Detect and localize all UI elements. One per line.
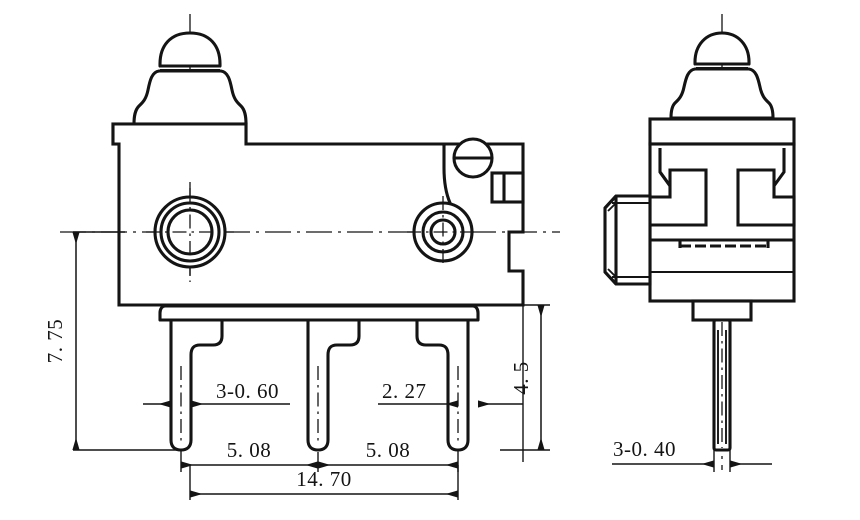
side-bottom-boss	[691, 299, 753, 322]
side-lever-connector	[603, 194, 652, 286]
dimension-7-75: 7. 75	[43, 231, 178, 451]
dimension-2-27-label: 2. 27	[382, 379, 427, 403]
terminal-pin-1	[169, 318, 224, 452]
dimension-5-08-right-label: 5. 08	[366, 438, 411, 462]
side-terminal-pin	[712, 318, 732, 452]
dimension-3-0-60: 3-0. 60	[143, 379, 290, 408]
dimension-2-27: 2. 27	[378, 379, 523, 408]
dimension-14-70: 14. 70	[189, 465, 459, 500]
front-view: 7. 75 3-0. 60 2. 27 5. 08 5. 08	[43, 14, 560, 500]
plunger-boot	[132, 69, 248, 126]
dimension-4-5: 4. 5	[500, 304, 550, 462]
dimension-3-0-40: 3-0. 40	[612, 437, 772, 472]
plunger-cap	[158, 31, 222, 71]
terminal-screw	[452, 137, 494, 179]
terminal-tab	[490, 171, 525, 204]
side-view: 3-0. 40	[603, 14, 796, 472]
dimension-3-0-60-label: 3-0. 60	[216, 379, 279, 403]
dimension-3-0-40-label: 3-0. 40	[613, 437, 676, 461]
mounting-hole-left	[146, 182, 234, 282]
side-mounting-flange	[648, 117, 796, 146]
mounting-hole-right	[407, 196, 479, 268]
side-plunger-boot	[669, 67, 775, 120]
dimension-4-5-label: 4. 5	[509, 361, 533, 395]
dimension-5-08-left-label: 5. 08	[227, 438, 272, 462]
body-bottom-rail	[158, 304, 480, 322]
dimension-14-70-label: 14. 70	[296, 467, 352, 491]
dimension-5-08-right: 5. 08	[317, 438, 459, 472]
dimension-5-08-left: 5. 08	[180, 438, 319, 472]
terminal-pin-2	[306, 318, 361, 452]
side-hidden-feature	[678, 240, 770, 248]
dimension-7-75-label: 7. 75	[43, 319, 67, 364]
side-notch-right	[736, 168, 796, 227]
